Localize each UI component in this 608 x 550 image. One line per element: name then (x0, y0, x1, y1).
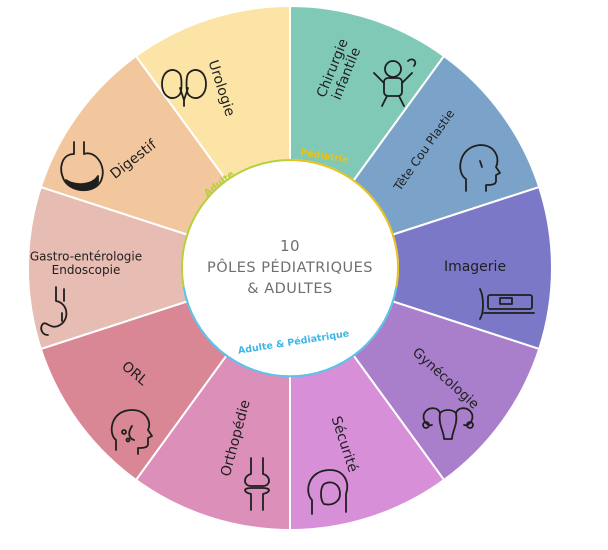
digestive-tract-icon (40, 286, 68, 336)
face-shield-icon (307, 469, 349, 515)
segment-label-line: Gastro-entérologie (30, 250, 142, 264)
segment-label-imagerie: Imagerie (444, 259, 506, 275)
head-profile-icon (459, 144, 501, 192)
center-ring-blue (182, 286, 398, 378)
segment-label-line: Imagerie (444, 259, 506, 275)
center-count: 10 (280, 237, 300, 255)
center-disc (182, 160, 398, 376)
scanner-icon (479, 288, 535, 320)
segment-label-line: Endoscopie (52, 263, 121, 277)
knee-joint-icon (244, 457, 270, 511)
baby-icon (373, 58, 417, 107)
stomach-icon (60, 141, 104, 192)
center-title: PÔLES PÉDIATRIQUES (207, 258, 373, 276)
center-ring-green (180, 159, 291, 287)
center-subtitle: & ADULTES (247, 281, 332, 297)
center-ring-yellow (289, 159, 400, 287)
ent-head-icon (110, 409, 153, 455)
uterus-icon (422, 407, 474, 440)
kidneys-icon (161, 69, 207, 107)
